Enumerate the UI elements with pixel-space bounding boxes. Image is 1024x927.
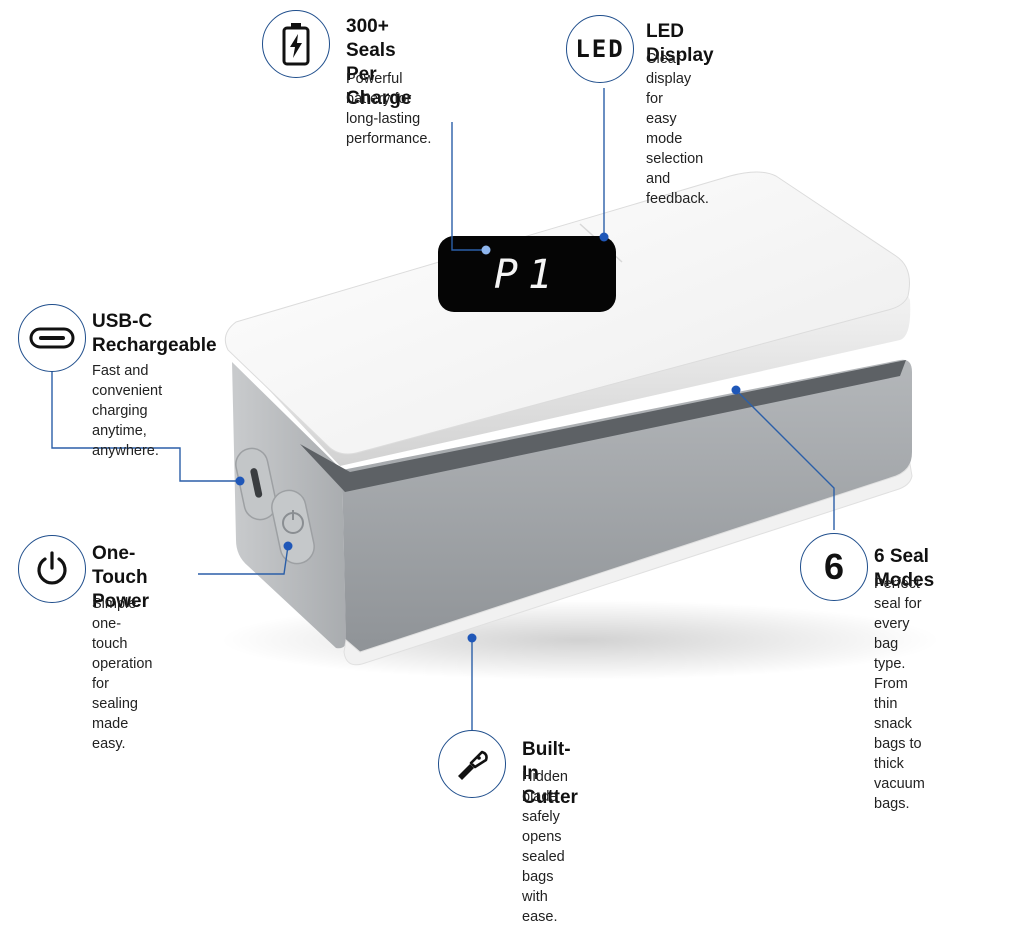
leader-dot-cutter: [467, 633, 477, 643]
feature-title: One-Touch Power: [92, 543, 150, 612]
feature-description: Perfect seal for every bag type. From th…: [874, 576, 925, 812]
power-icon: [37, 551, 67, 585]
device-base-strip: [343, 462, 913, 666]
usb-c-port-slot: [250, 468, 263, 498]
usb-c-icon-badge: [18, 304, 86, 372]
leader-dot-modes: [731, 385, 741, 395]
device-body-front-face: [342, 359, 912, 653]
leader-line-power: [198, 545, 289, 575]
feature-description: Clear display for easy mode selection an…: [646, 51, 709, 207]
feature-description: Powerful battery for long-lasting perfor…: [346, 71, 432, 147]
leader-lines: [51, 88, 835, 730]
leader-dot-usbc: [235, 476, 245, 486]
usb-c-port-icon: [29, 327, 75, 349]
feature-title: LED Display: [646, 21, 714, 66]
product-diagram: P1: [51, 88, 940, 730]
feature-description: Simple one-touch operation for sealing m…: [92, 596, 153, 752]
feature-title: 300+ Seals Per Charge: [346, 16, 412, 109]
feature-title: USB-C Rechargeable: [92, 311, 217, 356]
leader-line-battery: [451, 122, 486, 251]
number-six-icon: 6: [823, 546, 845, 587]
sealing-seam: [300, 360, 906, 492]
led-icon-badge: LED: [566, 15, 634, 83]
led-display-reading: P1: [494, 252, 562, 298]
feature-title: 6 Seal Modes: [874, 546, 935, 591]
led-display-icon: LED: [575, 35, 625, 63]
leader-dots: [235, 232, 741, 643]
blade-cutter-icon: [458, 750, 488, 780]
power-button-housing: [271, 489, 315, 565]
leader-dot-led: [599, 232, 609, 242]
battery-icon-badge: [262, 10, 330, 78]
power-icon-badge: [18, 535, 86, 603]
leader-dot-power: [283, 541, 293, 551]
battery-charging-icon: [282, 23, 310, 66]
device-lid-top: [224, 171, 910, 455]
feature-description: Hidden blade safely opens sealed bags wi…: [522, 769, 568, 925]
leader-line-usbc: [51, 370, 240, 482]
cutter-icon-badge: [438, 730, 506, 798]
feature-description: Fast and convenient charging anytime, an…: [92, 363, 163, 459]
leader-line-modes: [735, 389, 835, 530]
feature-title: Built-In Cutter: [522, 739, 578, 808]
led-display-panel: [438, 236, 616, 312]
modes-icon-badge: 6: [800, 533, 868, 601]
leader-dot-battery: [481, 245, 491, 255]
